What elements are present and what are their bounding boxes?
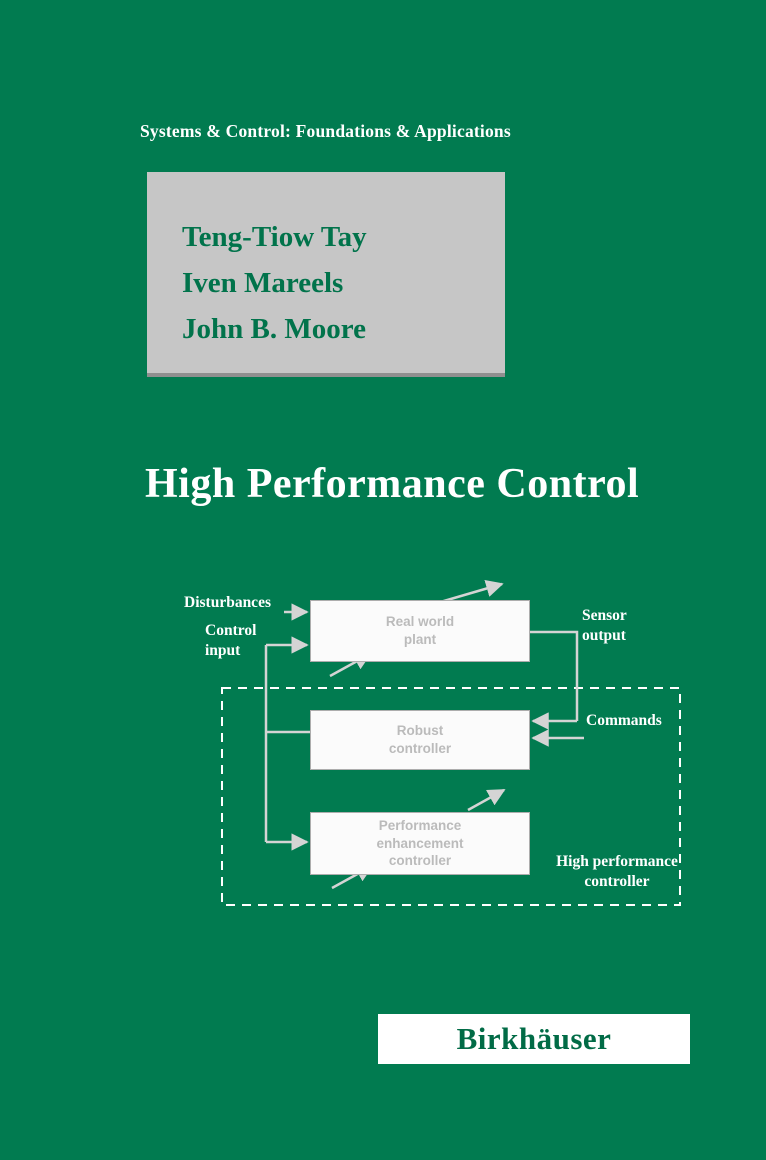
author-name: John B. Moore [182, 313, 366, 345]
plant-box-label: Real world [385, 614, 455, 630]
perf-box-label: enhancement [376, 835, 464, 851]
author-name: Teng-Tiow Tay [182, 221, 367, 253]
robust-controller-box: Robust controller [310, 710, 530, 770]
author-name: Iven Mareels [182, 267, 344, 299]
performance-controller-box: Performance enhancement controller [310, 812, 530, 875]
high-performance-controller-label: High performance controller [556, 853, 678, 891]
publisher-name: Birkhäuser [456, 1021, 612, 1056]
disturbances-label: Disturbances [184, 594, 271, 611]
author-box: Teng-Tiow Tay Iven Mareels John B. Moore [147, 172, 505, 377]
plant-box-label: plant [403, 632, 437, 647]
robust-box-label: controller [388, 741, 452, 756]
book-title: High Performance Control [145, 461, 640, 507]
robust-box-label: Robust [396, 723, 444, 739]
perf-box-label: Performance [378, 818, 462, 834]
series-title: Systems & Control: Foundations & Applica… [140, 121, 511, 141]
sensor-output-label: Sensor output [582, 607, 627, 645]
perf-box-label: controller [388, 853, 452, 869]
publisher-box: Birkhäuser [378, 1014, 690, 1064]
commands-label: Commands [586, 712, 662, 729]
dashed-boundary [221, 687, 681, 906]
control-input-label: Control input [205, 622, 257, 660]
plant-box: Real world plant [310, 600, 530, 662]
control-diagram: Real world plant Robust controller Perfo… [180, 580, 692, 916]
